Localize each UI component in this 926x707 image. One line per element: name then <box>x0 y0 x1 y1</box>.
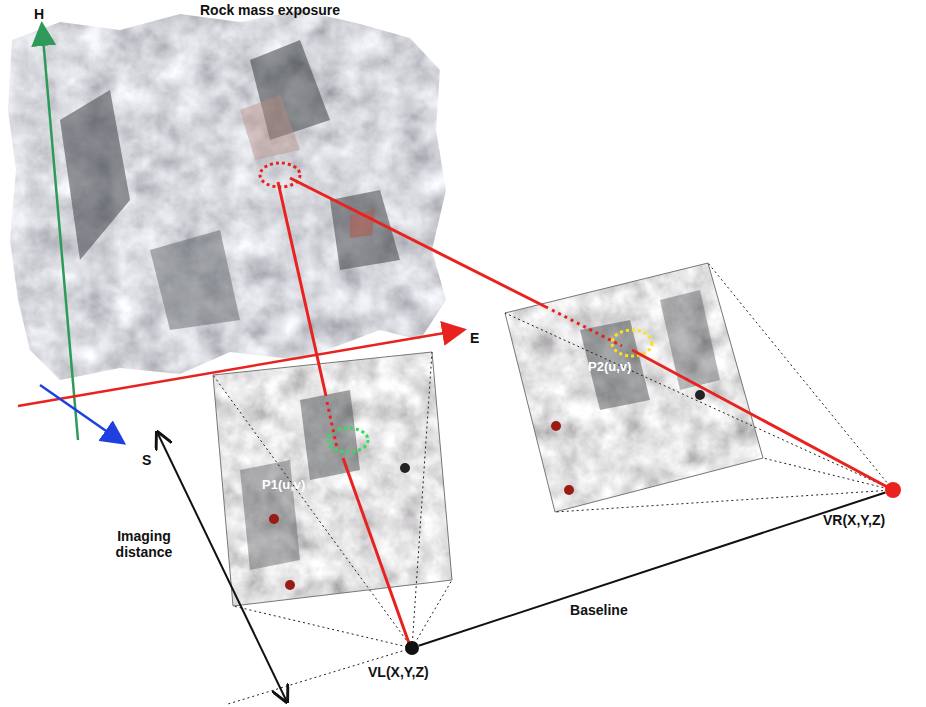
diagram-label: Imaging distance <box>96 528 192 560</box>
camera-point: VL(X,Y,Z) <box>405 641 419 655</box>
diagram-label: Rock mass exposure <box>200 2 340 18</box>
diagram-label: S <box>142 452 151 468</box>
camera-point: VR(X,Y,Z) <box>885 482 901 498</box>
diagram-label: H <box>34 6 44 22</box>
camera-label: VL(X,Y,Z) <box>368 664 429 680</box>
diagram-label: P1(u,v) <box>262 478 305 493</box>
baseline-connector <box>419 492 886 645</box>
diagram-label: P2(u,v) <box>588 360 631 375</box>
edge-label: Baseline <box>570 602 628 618</box>
diagram-label: E <box>470 330 479 346</box>
camera-label: VR(X,Y,Z) <box>823 512 885 528</box>
